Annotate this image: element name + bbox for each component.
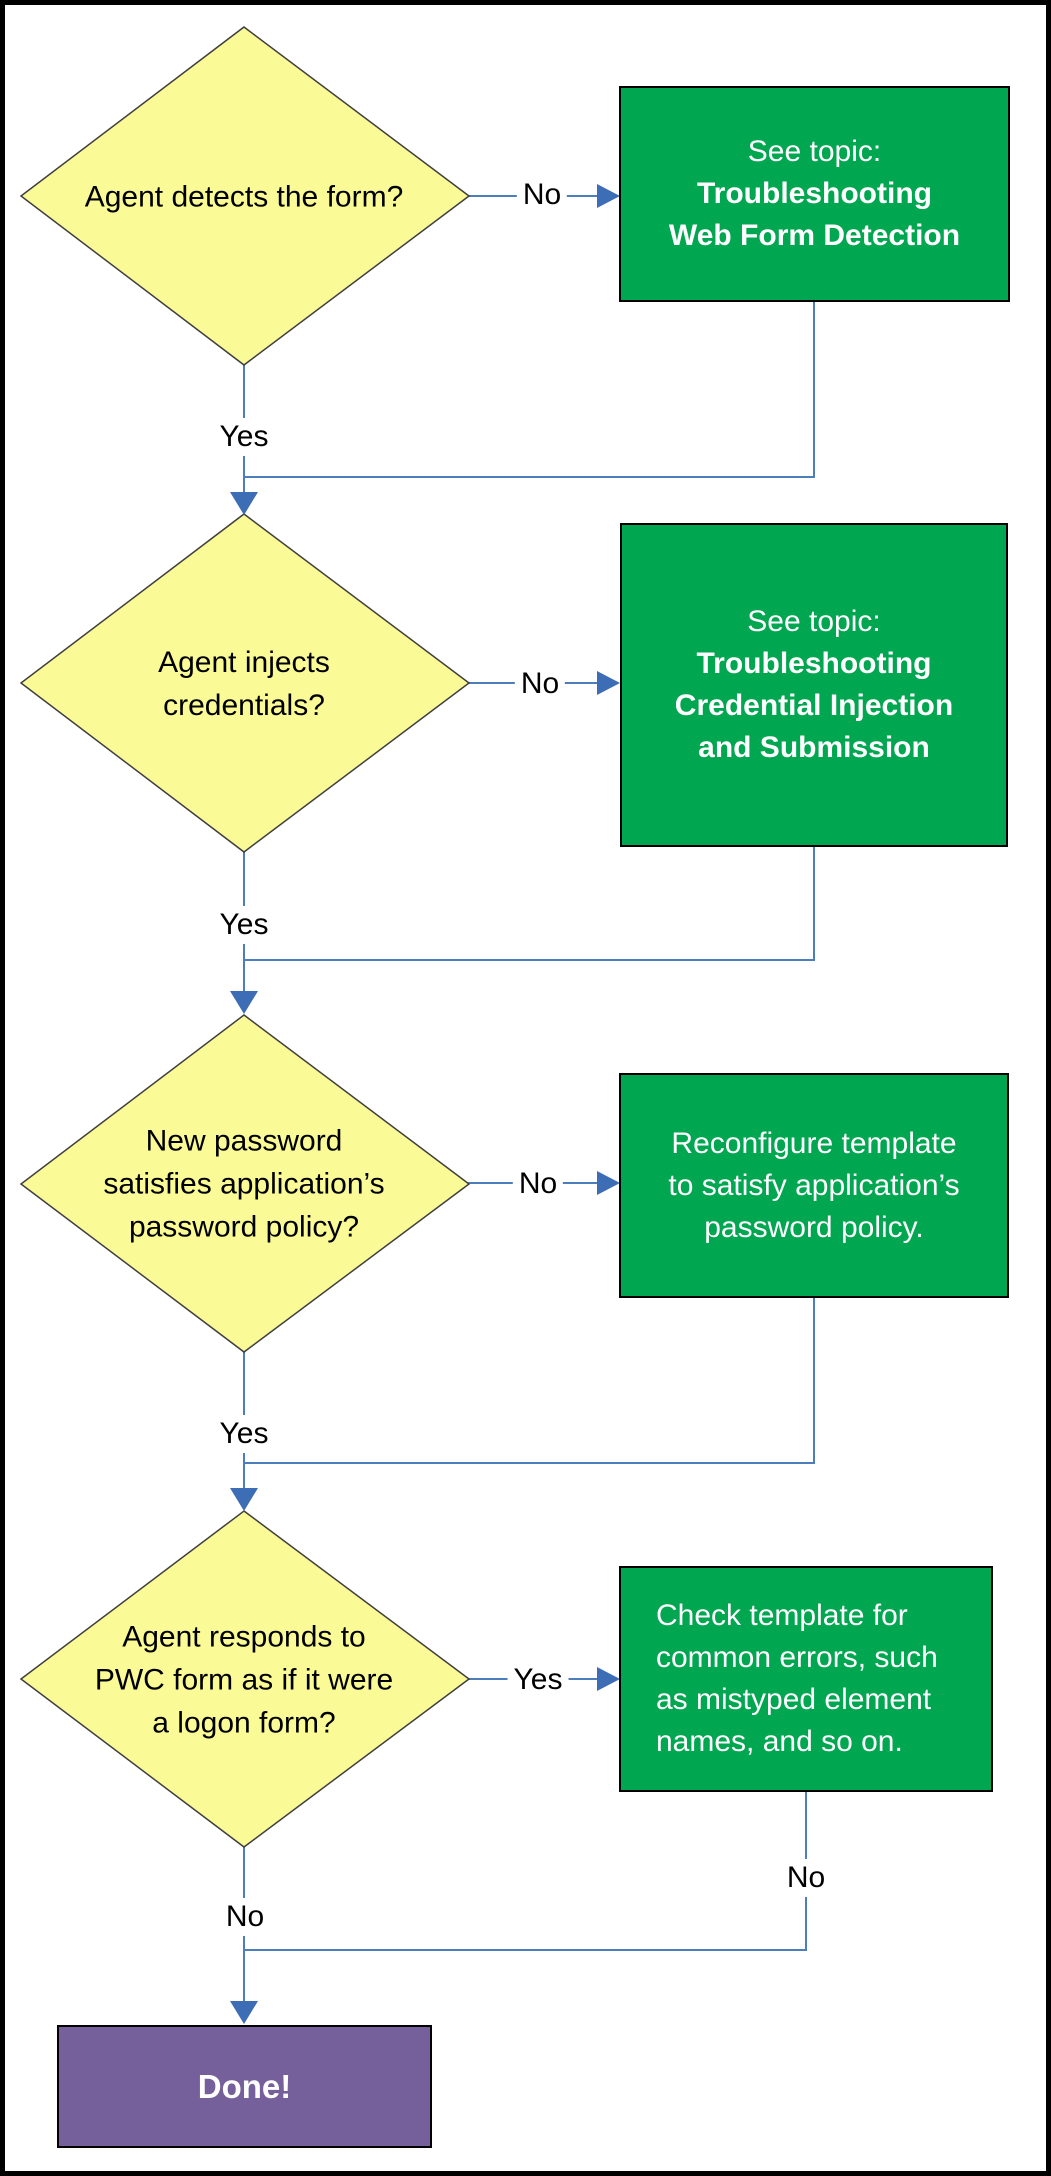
action-box-line: password policy. [704, 1210, 924, 1244]
decision-1-line: Agent detects the form? [84, 180, 404, 214]
edge-label-yes-1: Yes [213, 418, 275, 456]
action-box-line: See topic: [747, 135, 882, 168]
arrowhead-into-decision-3 [230, 991, 258, 1014]
action-box-line: Reconfigure template [671, 1126, 957, 1160]
action-box-check-template: Check template for common errors, such a… [619, 1566, 993, 1792]
decision-3-line: password policy? [128, 1210, 360, 1244]
edge-label-no-2: No [514, 665, 566, 703]
action-box-line: See topic: [747, 605, 881, 638]
edge-label-no-4-left: No [219, 1898, 271, 1936]
action-box-line: names, and so on. [656, 1725, 903, 1758]
decision-diamond-1 [19, 26, 471, 366]
action-box-line: and Submission [698, 731, 930, 764]
action-box-reconfigure-template: Reconfigure template to satisfy applicat… [619, 1073, 1009, 1298]
action-box-line: common errors, such [656, 1641, 938, 1674]
decision-3-text: New password satisfies application’s pas… [14, 1120, 474, 1249]
terminal-box-done: Done! [57, 2025, 432, 2148]
decision-2-line: credentials? [163, 689, 325, 722]
edge-label-no-4-right: No [780, 1859, 832, 1897]
arrowhead-into-action-1 [597, 184, 620, 208]
edge-label-no-1: No [516, 176, 568, 214]
action-box-line: Web Form Detection [668, 219, 961, 252]
action-box-line: Check template for [656, 1599, 908, 1632]
arrowhead-into-action-2 [597, 671, 620, 695]
decision-2-line: Agent injects [158, 646, 330, 679]
action-box-line: as mistyped element [656, 1683, 932, 1716]
edge-label-yes-2: Yes [213, 906, 275, 944]
decision-4-line: Agent responds to [122, 1620, 366, 1654]
arrowhead-into-decision-2 [230, 492, 258, 515]
action-box-credential-injection: See topic: Troubleshooting Credential In… [620, 523, 1008, 847]
arrowhead-into-decision-4 [230, 1488, 258, 1511]
arrowhead-into-action-4 [597, 1667, 620, 1691]
action-box-line: Troubleshooting [696, 647, 932, 680]
decision-4-line: PWC form as if it were [94, 1663, 394, 1697]
decision-diamond-3 [19, 1014, 471, 1353]
decision-diamond-2 [19, 513, 471, 853]
action-box-line: to satisfy application’s [668, 1168, 960, 1202]
decision-diamond-4 [19, 1510, 471, 1848]
decision-4-line: a logon form? [152, 1706, 336, 1740]
edge-label-yes-4: Yes [507, 1661, 569, 1699]
edge-label-yes-3: Yes [213, 1415, 275, 1453]
edge-label-no-3: No [512, 1165, 564, 1203]
decision-2-text: Agent injects credentials? [14, 641, 474, 727]
done-label: Done! [197, 2067, 292, 2105]
decision-1-text: Agent detects the form? [14, 176, 474, 219]
arrowhead-into-action-3 [597, 1171, 620, 1195]
action-box-line: Credential Injection [674, 689, 954, 722]
decision-3-line: satisfies application’s [103, 1167, 385, 1201]
action-box-web-form-detection: See topic: Troubleshooting Web Form Dete… [619, 86, 1010, 302]
decision-4-text: Agent responds to PWC form as if it were… [14, 1616, 474, 1745]
arrowhead-into-terminal [230, 2001, 258, 2024]
action-box-line: Troubleshooting [697, 177, 932, 210]
decision-3-line: New password [145, 1124, 343, 1158]
